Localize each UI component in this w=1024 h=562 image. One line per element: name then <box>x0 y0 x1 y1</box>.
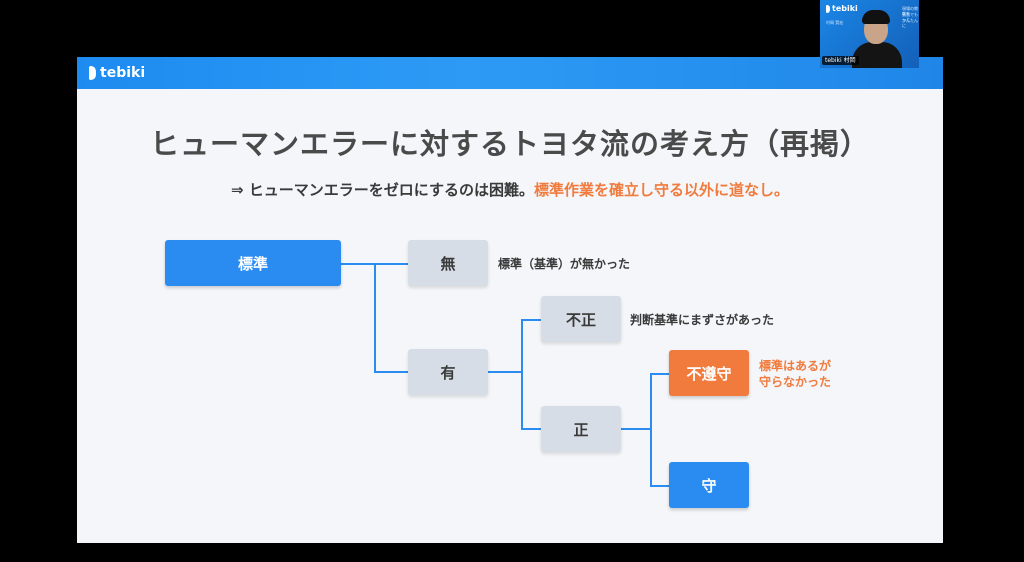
node-exists: 有 <box>408 349 488 395</box>
slide-subtitle: ⇒ ヒューマンエラーをゼロにするのは困難。標準作業を確立し守る以外に道なし。 <box>77 179 943 201</box>
connector-compliance <box>650 485 669 487</box>
connector-correct-out <box>621 428 651 430</box>
subtitle-accent-text: 標準作業を確立し守る以外に道なし。 <box>533 181 789 199</box>
note-noncompliance-line1: 標準はあるが <box>759 359 832 373</box>
webcam-caption-line-3: かんたんに <box>902 18 918 28</box>
connector-none <box>374 263 408 265</box>
connector-root <box>341 263 375 265</box>
tebiki-logo-text: tebiki <box>100 65 146 81</box>
tebiki-small-logo-icon <box>826 5 830 13</box>
connector-incorrect <box>521 319 541 321</box>
note-none: 標準（基準）が無かった <box>498 257 631 271</box>
webcam-brand-text: tebiki <box>832 4 858 13</box>
note-incorrect: 判断基準にまずさがあった <box>630 313 775 327</box>
node-noncompliance: 不遵守 <box>669 350 749 396</box>
connector-root-vertical <box>374 263 376 373</box>
node-incorrect: 不正 <box>541 296 621 342</box>
tebiki-logo: tebiki <box>89 64 145 82</box>
connector-exists-vertical <box>521 319 523 430</box>
node-standard: 標準 <box>165 240 341 286</box>
slide-title: ヒューマンエラーに対するトヨタ流の考え方（再掲） <box>149 127 870 161</box>
connector-correct-vertical <box>650 373 652 487</box>
note-noncompliance: 標準はあるが 守らなかった <box>759 358 831 390</box>
connector-exists-out <box>488 371 522 373</box>
webcam-name-tag: tebiki 村岡 <box>822 56 859 65</box>
slide-header-bar: tebiki <box>77 57 943 89</box>
note-noncompliance-line2: 守らなかった <box>759 375 832 389</box>
connector-exists <box>374 371 408 373</box>
node-none: 無 <box>408 240 488 286</box>
speaker-body <box>852 42 902 68</box>
webcam-caption-line-2: 動画でもっと <box>902 12 918 22</box>
subtitle-text: ⇒ ヒューマンエラーをゼロにするのは困難。 <box>231 181 534 199</box>
webcam-caption-name: 村岡 賢宏 <box>826 20 844 25</box>
webcam-brand-logo: tebiki <box>826 4 858 14</box>
speaker-hair <box>862 10 890 24</box>
connector-correct <box>521 428 541 430</box>
node-compliance: 守 <box>669 462 749 508</box>
tebiki-logo-icon <box>89 66 96 80</box>
webcam-caption-line-1: 現場の教育を <box>902 6 918 16</box>
presentation-slide: tebiki ヒューマンエラーに対するトヨタ流の考え方（再掲） ⇒ ヒューマンエ… <box>77 57 943 543</box>
connector-noncompliance <box>650 373 669 375</box>
webcam-thumbnail[interactable]: tebiki 村岡 賢宏 現場の教育を 動画でもっと かんたんに tebiki … <box>820 0 919 68</box>
node-correct: 正 <box>541 406 621 452</box>
